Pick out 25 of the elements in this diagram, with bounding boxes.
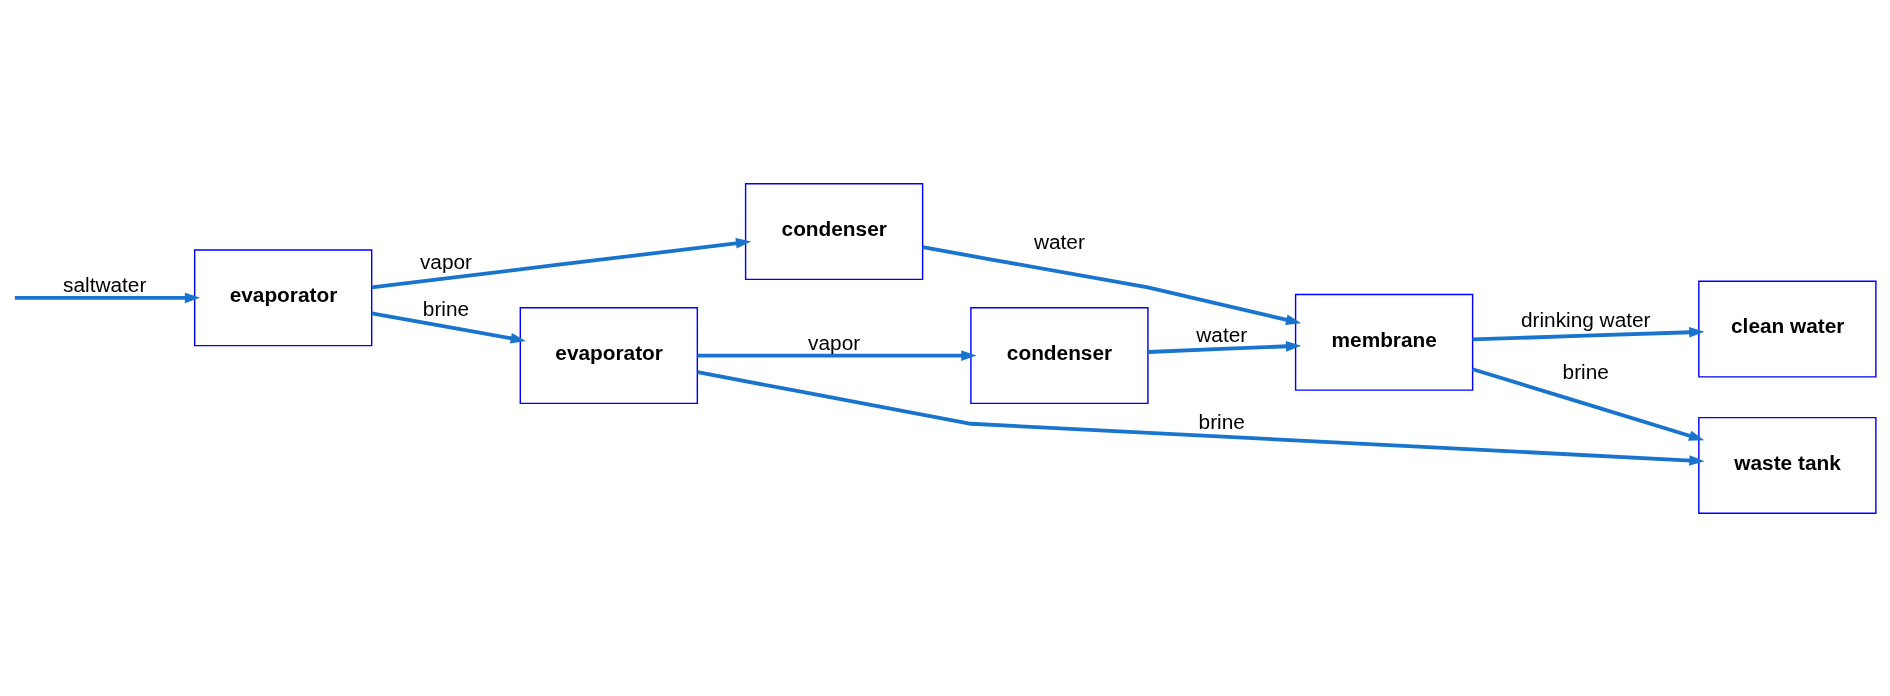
arrow	[14, 292, 201, 303]
node-box: clean water	[1698, 280, 1877, 378]
arrow	[697, 349, 977, 361]
arrow	[1472, 366, 1705, 441]
edge-label: brine	[422, 296, 470, 320]
edge-label: drinking water	[1520, 307, 1651, 331]
edge-label: brine	[1562, 359, 1609, 383]
node-box: evaporator	[519, 306, 699, 404]
node-box: waste tank	[1698, 416, 1877, 514]
arrow	[1472, 326, 1705, 341]
edge-label: water	[1033, 229, 1085, 253]
edge-label: brine	[1198, 409, 1245, 433]
arrow	[371, 237, 752, 289]
edge-label: vapor	[808, 330, 861, 354]
arrow	[371, 311, 526, 344]
edge-label: saltwater	[63, 272, 147, 296]
arrow	[697, 369, 1705, 466]
node-box: membrane	[1294, 293, 1474, 391]
arrow	[1148, 340, 1302, 354]
node-box: condenser	[744, 182, 924, 280]
edge-label: vapor	[419, 249, 473, 273]
edge-label: water	[1196, 322, 1248, 346]
node-box: evaporator	[193, 248, 373, 346]
node-box: condenser	[970, 306, 1149, 404]
arrow	[922, 244, 1302, 325]
